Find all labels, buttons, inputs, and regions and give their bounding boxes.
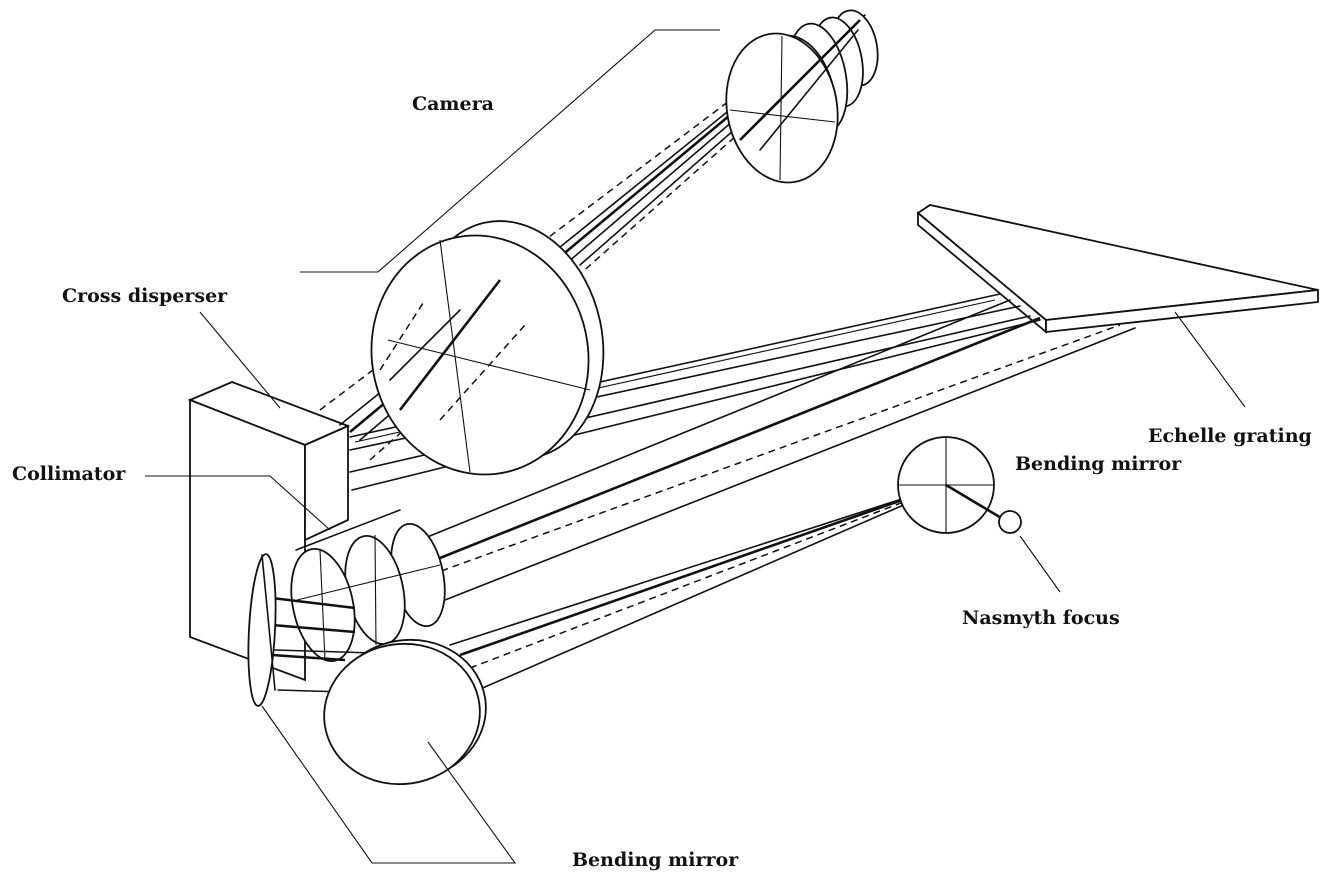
label-camera: Camera <box>412 93 494 115</box>
collimator-lenses <box>271 509 446 663</box>
label-collimator: Collimator <box>12 463 126 485</box>
beams-collimator-grating <box>419 299 1136 601</box>
nasmyth-focus-point <box>998 510 1022 534</box>
label-echelle-grating: Echelle grating <box>1148 425 1312 447</box>
label-cross-disperser: Cross disperser <box>62 285 228 307</box>
bending-mirror-lower-left <box>247 553 277 707</box>
camera-main-lens <box>370 220 605 476</box>
leader-lines <box>145 29 1246 864</box>
bending-mirror-upper <box>897 436 1009 534</box>
camera-lens-group <box>725 9 879 184</box>
label-bending-mirror-top: Bending mirror <box>1015 453 1182 475</box>
echelle-grating <box>916 204 1319 334</box>
bending-mirror-large <box>323 638 487 786</box>
label-bending-mirror-bottom: Bending mirror <box>572 849 739 871</box>
beams-to-bending-mirror <box>274 483 946 693</box>
label-nasmyth-focus: Nasmyth focus <box>962 607 1120 629</box>
